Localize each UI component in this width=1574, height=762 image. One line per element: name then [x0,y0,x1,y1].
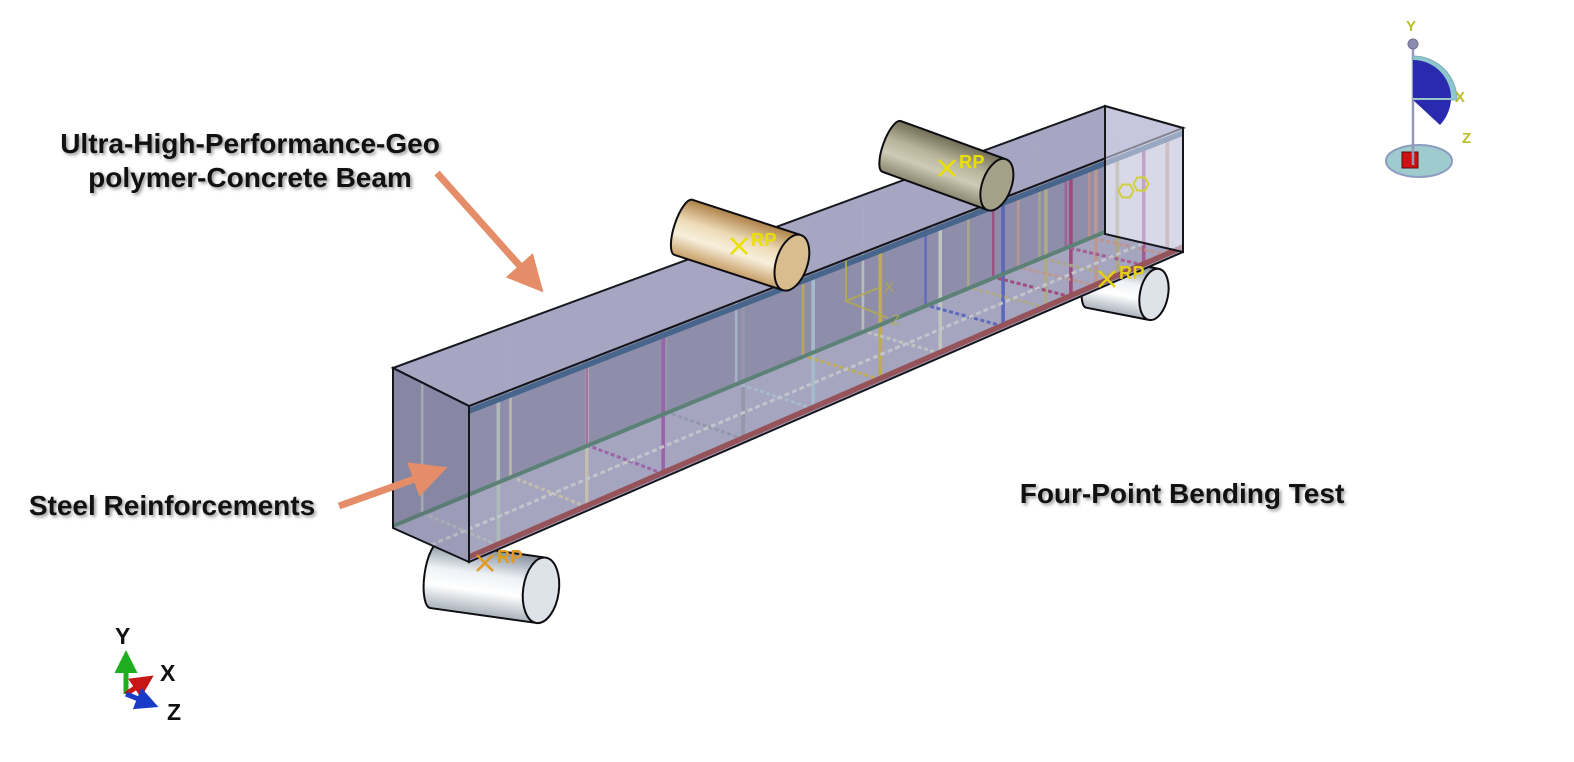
z-axis-arrow [125,687,159,710]
cylinder-body [669,198,801,291]
steel-label-arrow [337,462,448,510]
rp-label: RP [1119,263,1145,283]
rp-label: RP [497,547,523,567]
support-roller-left-cylinder [422,541,561,625]
stirrup-segment [586,443,664,476]
beam-bottom-face [393,234,1183,562]
stirrup-segment [992,275,1072,299]
compass-origin-marker [1401,151,1419,169]
cylinder-body [878,119,1006,211]
stirrup-segment [862,329,941,355]
rp-x-icon [1098,270,1116,288]
datum-z-label: Z [891,312,900,329]
rp-marker-load-rear: RP [938,152,985,177]
datum-x-label: X [884,279,894,296]
compass-z-label: Z [1462,130,1471,147]
compass-fan-lower [1413,100,1451,125]
bottom-front-longitudinal-bar [467,244,1185,560]
rp-marker-load-front: RP [730,230,777,255]
rp-marker-support-left: RP [476,547,523,572]
cylinder-end-cap [521,556,561,625]
beam-label-arrow [434,170,544,293]
rp-marker-support-right: RP [1098,263,1145,288]
beam-annotation-line2: polymer-Concrete Beam [88,162,412,193]
stirrup-segment [925,303,1004,328]
stirrup-segment [967,285,1047,309]
x-axis-arrow [124,675,154,698]
stirrup-segment [421,511,499,547]
cylinder-end-cap [1138,267,1170,322]
compass-x-label: X [1455,89,1465,106]
stirrup-segment [735,381,814,411]
load-roller-rear-cylinder [878,119,1015,212]
steel-annotation-label: Steel Reinforcements [28,490,316,521]
test-annotation-label: Four-Point Bending Test [1019,478,1345,509]
stirrup-segment [802,354,881,381]
beam-annotation-line1: Ultra-High-Performance-Geo [60,128,440,159]
beam-annotation-label: Ultra-High-Performance-Geo polymer-Concr… [30,127,470,195]
compass-y-label: Y [1406,18,1416,35]
triad-z-label: Z [167,699,181,725]
rp-x-icon [938,159,956,177]
rp-label: RP [959,152,985,172]
stirrup-segment [1065,245,1145,267]
rp-label: RP [751,230,777,250]
stirrup-segment [509,475,588,509]
bottom-back-longitudinal-bar [392,230,1106,528]
hex-marker [1117,183,1135,199]
compass-sphere [1407,38,1419,50]
cylinder-end-cap [773,233,811,292]
element-face-markers [1117,176,1150,199]
axis-triad: Y X Z [114,623,181,725]
rp-x-icon [730,237,748,255]
stirrup-segment [1089,236,1168,257]
view-compass: Y X Z [1385,18,1471,178]
load-roller-front-cylinder [669,198,811,292]
top-front-longitudinal-bar [468,130,1184,414]
stirrup-segment [1017,265,1097,288]
hex-marker [1132,176,1150,192]
triad-y-label: Y [115,623,130,649]
compass-fan-upper [1413,60,1451,98]
triad-x-label: X [160,660,176,686]
bottom-middle-longitudinal-bar [430,241,1145,547]
stirrup-segment [1039,256,1118,278]
compass-base [1385,144,1453,178]
cylinder-end-cap [979,157,1015,212]
beam-right-end-face [1104,104,1184,254]
rp-x-icon [476,554,494,572]
stirrup-segment [665,410,744,441]
